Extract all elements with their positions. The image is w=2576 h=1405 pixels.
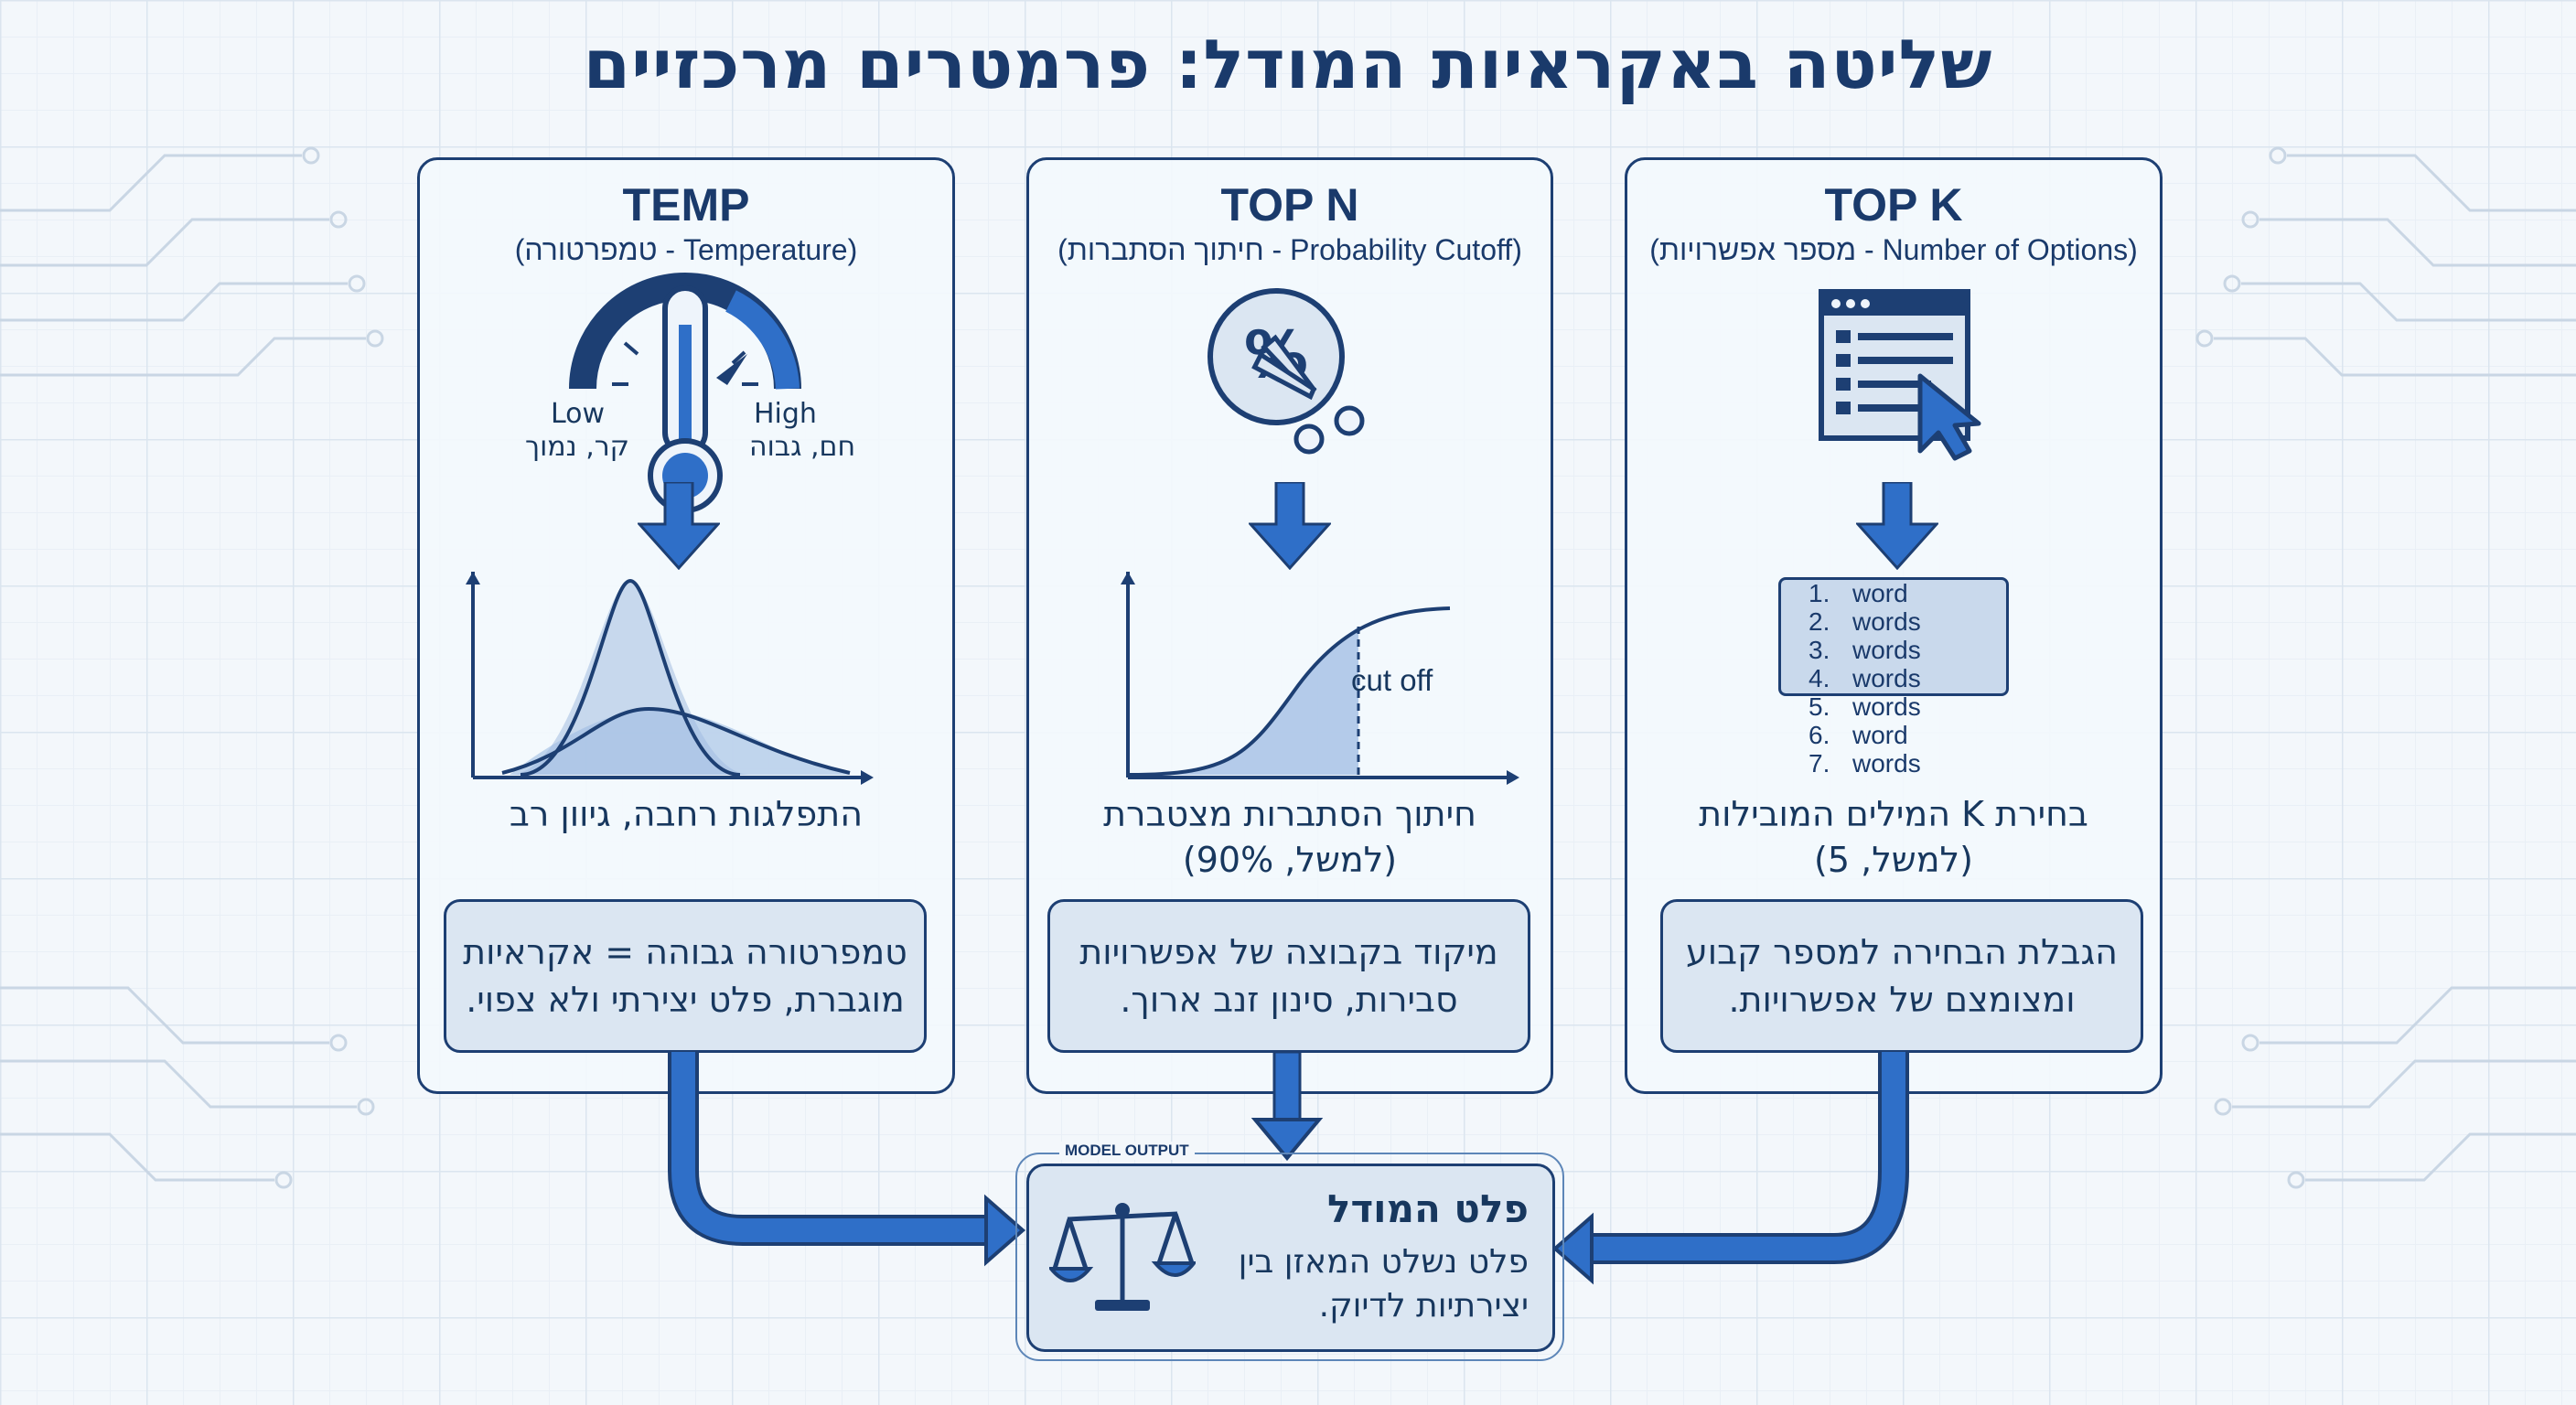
arrow-down-icon xyxy=(638,482,720,570)
topk-item-number: 1. xyxy=(1809,579,1830,607)
topk-item-word: words xyxy=(1852,664,1921,692)
topk-item-number: 5. xyxy=(1809,692,1830,721)
topk-list-item: 7. words xyxy=(1809,749,1921,778)
panel-title: TEMP xyxy=(622,179,750,231)
panel-subtitle: (מספר אפשרויות - Number of Options) xyxy=(1649,233,2138,266)
panel-subtitle: (חיתוך הסתברות - Probability Cutoff) xyxy=(1057,233,1522,266)
temp-caption: התפלגות רחבה, גיוון רב xyxy=(509,794,864,834)
cutoff-label: cut off xyxy=(1351,663,1433,697)
panel-temp: TEMP (טמפרטורה - Temperature) Low קר, נמ… xyxy=(417,157,955,1094)
topk-item-number: 3. xyxy=(1809,636,1830,664)
panel-subtitle: (טמפרטורה - Temperature) xyxy=(514,233,858,266)
output-tag: MODEL OUTPUT xyxy=(1059,1142,1195,1160)
topk-item-number: 6. xyxy=(1809,721,1830,749)
topn-caption-line2: (למשל, 90%) xyxy=(1182,840,1398,880)
topk-list-item: 2. words xyxy=(1809,607,1921,637)
topk-item-number: 2. xyxy=(1809,607,1830,636)
panel-topk: TOP K (מספר אפשרויות - Number of Options… xyxy=(1625,157,2163,1094)
topk-item-word: words xyxy=(1852,636,1921,664)
topk-list-item: 3. words xyxy=(1809,636,1921,665)
temp-summary-box: טמפרטורה גבוהה = אקראיות מוגברת, פלט יצי… xyxy=(444,899,927,1053)
balance-scale-icon xyxy=(1049,1203,1196,1311)
topk-caption-line2: (למשל, 5) xyxy=(1814,840,1973,880)
topk-item-word: words xyxy=(1852,607,1921,636)
gauge-high-label: High xyxy=(754,398,817,430)
topk-item-word: words xyxy=(1852,749,1921,778)
topn-caption-line1: חיתוך הסתברות מצטברת xyxy=(1103,794,1476,834)
gauge-low-label: Low xyxy=(551,398,606,430)
topk-caption-line1: בחירת K המילים המובילות xyxy=(1699,794,2088,834)
summary-line: מיקוד בקבוצה של אפשרויות xyxy=(1079,932,1498,972)
gauge-low-sublabel: קר, נמוך xyxy=(525,431,629,463)
list-cursor-icon xyxy=(1819,289,1981,461)
gauge-high-sublabel: חם, גבוה xyxy=(749,431,856,463)
topk-list-item: 4. words xyxy=(1809,664,1921,693)
output-frame xyxy=(1015,1153,1564,1361)
distribution-chart xyxy=(466,572,874,785)
topk-list-item: 6. word xyxy=(1809,721,1908,750)
output-line: פלט נשלט המאזן בין xyxy=(1238,1243,1529,1281)
page-title: שליטה באקראיות המודל: פרמטרים מרכזיים xyxy=(583,26,1993,104)
thermometer-gauge-icon xyxy=(569,273,801,513)
cumulative-chart xyxy=(1121,572,1519,785)
topk-list-item: 1. word xyxy=(1809,579,1908,608)
panel-title: TOP N xyxy=(1220,179,1359,231)
topk-item-word: words xyxy=(1852,692,1921,721)
panel-topn: TOP N (חיתוך הסתברות - Probability Cutof… xyxy=(1026,157,1553,1094)
topk-item-number: 7. xyxy=(1809,749,1830,778)
topk-item-word: word xyxy=(1852,721,1908,749)
summary-line: ומצומצם של אפשרויות. xyxy=(1728,980,2076,1020)
topk-list-item: 5. words xyxy=(1809,692,1921,722)
percent-scissors-icon: % xyxy=(1208,288,1365,455)
summary-line: סבירות, סינון זנב ארוך. xyxy=(1120,980,1458,1020)
summary-line: טמפרטורה גבוהה = אקראיות xyxy=(463,932,907,972)
topk-summary-box: הגבלת הבחירה למספר קבוע ומצומצם של אפשרו… xyxy=(1660,899,2143,1053)
topk-item-word: word xyxy=(1852,579,1908,607)
panel-title: TOP K xyxy=(1824,179,1963,231)
output-box: פלט המודל פלט נשלט המאזן בין יצירתיות לד… xyxy=(1026,1164,1555,1352)
arrow-down-icon xyxy=(1249,482,1331,570)
topk-item-number: 4. xyxy=(1809,664,1830,692)
output-line: יצירתיות לדיוק. xyxy=(1318,1287,1529,1325)
output-title: פלט המודל xyxy=(1327,1186,1529,1231)
summary-line: מוגברת, פלט יצירתי ולא צפוי. xyxy=(466,980,905,1020)
topk-selection-box xyxy=(1778,577,2009,696)
arrow-down-icon xyxy=(1856,482,1938,570)
summary-line: הגבלת הבחירה למספר קבוע xyxy=(1686,932,2118,972)
